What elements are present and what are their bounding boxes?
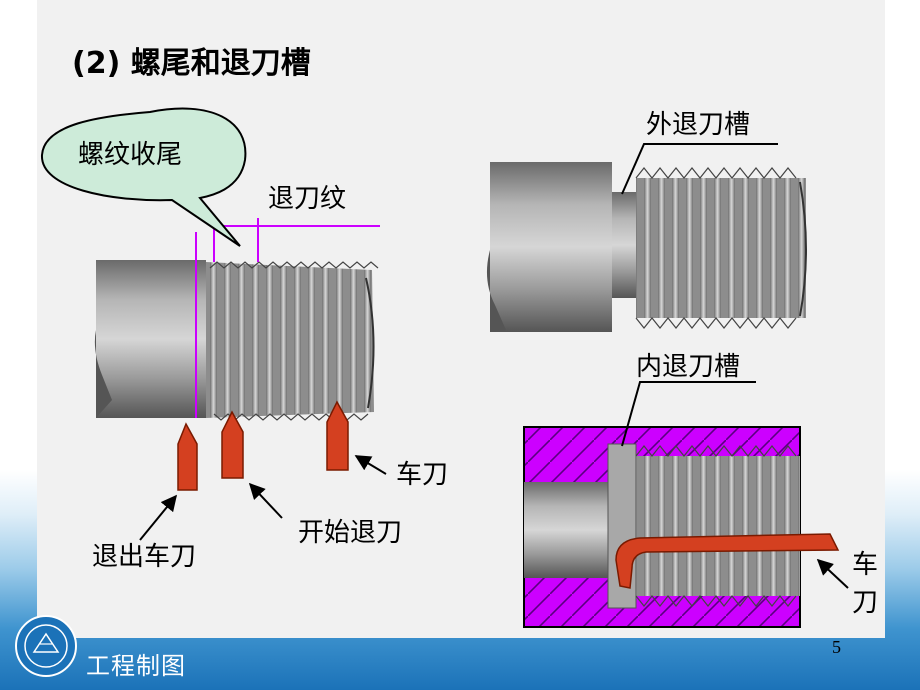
shaft-body-left bbox=[96, 260, 206, 418]
boring-tool-label-2: 刀 bbox=[852, 588, 879, 618]
internal-thread-crest-top bbox=[635, 445, 797, 457]
runout-thread-label: 退刀纹 bbox=[268, 184, 347, 214]
retract-tool-label: 退出车刀 bbox=[92, 542, 197, 572]
thread-tail-callout bbox=[40, 107, 247, 247]
retract-tool-shape bbox=[177, 422, 198, 491]
thread-end-chamfer bbox=[365, 277, 375, 409]
boring-tool-arrow bbox=[816, 558, 849, 589]
start-retract-arrow bbox=[248, 482, 283, 519]
start-retract-label: 开始退刀 bbox=[298, 518, 403, 548]
thread-tail-label: 螺纹收尾 bbox=[78, 140, 183, 170]
thread-zone-left bbox=[206, 262, 374, 418]
internal-undercut-label: 内退刀槽 bbox=[636, 352, 741, 382]
internal-thread-crest-bottom bbox=[635, 595, 797, 607]
cutting-tool-shape bbox=[326, 400, 349, 471]
university-seal-logo bbox=[15, 615, 77, 677]
external-undercut-label: 外退刀槽 bbox=[646, 110, 751, 140]
boring-tool-shape bbox=[615, 533, 840, 589]
start-retract-tool-shape bbox=[221, 410, 244, 479]
threaded-shaft-left bbox=[94, 218, 380, 421]
ext-undercut-groove bbox=[612, 192, 636, 298]
cutting-tool-arrow bbox=[354, 455, 387, 475]
slide-title: (2) 螺尾和退刀槽 bbox=[72, 46, 311, 81]
int-undercut-leader bbox=[621, 381, 756, 447]
external-undercut-part bbox=[486, 143, 807, 332]
shaft-break-left bbox=[94, 330, 112, 418]
internal-thread-zone bbox=[636, 456, 800, 596]
cutting-tool-label: 车刀 bbox=[396, 460, 449, 490]
boring-tool-label-1: 车 bbox=[852, 550, 879, 580]
ext-thread-end-chamfer bbox=[799, 181, 807, 317]
internal-undercut-part bbox=[523, 381, 849, 628]
callout-bubble-shape bbox=[40, 107, 247, 247]
ext-thread-crest-bottom bbox=[635, 317, 797, 329]
page-number: 5 bbox=[832, 637, 841, 657]
ext-shaft-body bbox=[490, 162, 612, 332]
footer-course-title: 工程制图 bbox=[86, 652, 186, 680]
ext-undercut-leader bbox=[621, 143, 778, 195]
ext-shaft-break bbox=[486, 250, 506, 332]
ext-thread-crest-top bbox=[635, 167, 797, 179]
bore-plain bbox=[524, 482, 608, 578]
ext-thread-zone bbox=[636, 178, 806, 318]
thread-crest-top bbox=[209, 261, 379, 269]
retract-tool-arrow bbox=[139, 494, 178, 541]
